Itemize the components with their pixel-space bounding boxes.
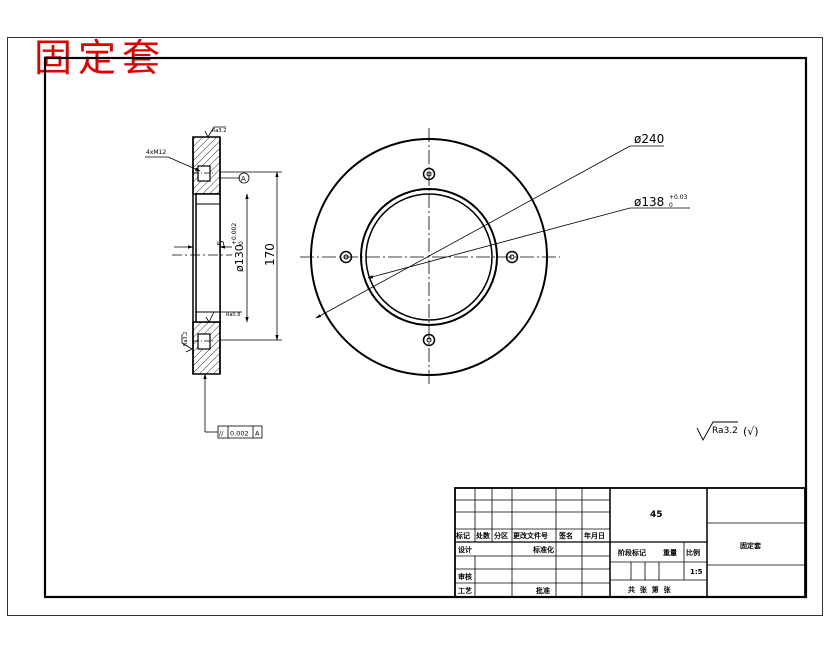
tb-scale-value: 1:5: [690, 568, 703, 576]
dim-240: ø240: [634, 132, 664, 146]
depth-dim: 5: [217, 240, 227, 246]
dim-leader-240: [315, 145, 631, 319]
front-view: ø240 ø138 +0.03 0: [300, 128, 690, 386]
tb-process: 工艺: [458, 586, 472, 595]
rough-top-text: Ra3.2: [212, 128, 226, 134]
tb-rev-h2: 处数: [475, 531, 491, 540]
datum-label: A: [241, 175, 246, 183]
tb-scale: 比例: [686, 548, 700, 557]
tb-sheets: 共 张 第 张: [628, 585, 672, 594]
dim-138-tol-lower: 0: [669, 202, 673, 209]
title-block: [454, 487, 806, 598]
bolt-hole-top: [422, 167, 436, 181]
rough-mid-text: Ra0.8: [226, 312, 240, 318]
fit-tol-lower: 0: [238, 241, 245, 245]
title-block-text: 标记 处数 分区 更改文件号 签名 年月日 设计 标准化 审核 工艺 批准 45…: [455, 510, 762, 595]
tb-standardize: 标准化: [532, 545, 554, 554]
bolt-hole-bottom: [422, 333, 436, 347]
fit-dim: ø130: [233, 244, 246, 272]
tb-part-name: 固定套: [740, 541, 762, 550]
tapped-hole-bottom: [197, 333, 211, 350]
tb-rev-h4: 更改文件号: [513, 531, 548, 540]
bolt-hole-right: [505, 250, 519, 264]
rough-bottom-text: Ra3.2: [183, 332, 189, 346]
tol-frame: [217, 425, 263, 439]
tb-review: 审核: [458, 572, 472, 581]
tb-material: 45: [650, 510, 663, 520]
tb-stage-mark: 阶段标记: [618, 548, 646, 557]
tb-approve: 批准: [536, 586, 550, 595]
tol-frame-datum: A: [255, 430, 260, 438]
tb-rev-h1: 标记: [455, 531, 470, 540]
dim-138-tol-upper: +0.03: [669, 194, 688, 201]
dim-138: ø138: [634, 195, 664, 209]
dim-leader-138: [367, 207, 631, 279]
tol-frame-value: 0.002: [230, 430, 249, 438]
rough-symbol-top: [204, 126, 226, 138]
drawing-frame: [43, 56, 808, 599]
surface-note: Ra3.2 (√): [696, 421, 759, 441]
hole-callout: 4xM12: [146, 149, 166, 156]
surface-note-suffix: (√): [743, 425, 759, 438]
bolt-hole-left: [339, 250, 353, 264]
tb-rev-h3: 分区: [494, 531, 508, 540]
tol-frame-symbol: //: [219, 430, 224, 438]
tapped-hole-top: [197, 165, 211, 182]
sheet-outer-border: [7, 37, 823, 616]
datum-circle: [238, 172, 250, 184]
fit-tol-upper: +0.002: [231, 223, 238, 245]
section-view: 4xM12 Ra3.2 Ra0.8 Ra3.2 A 5 ø130 +0.002 …: [145, 126, 282, 439]
tb-weight: 重量: [663, 548, 677, 557]
height-dim: 170: [263, 243, 277, 266]
section-bore: [195, 193, 221, 323]
rough-symbol-bottom: [181, 334, 193, 353]
surface-note-value: Ra3.2: [712, 426, 738, 436]
tb-rev-h5: 签名: [558, 531, 573, 540]
rough-symbol-mid: [205, 311, 242, 323]
tb-rev-h6: 年月日: [584, 531, 605, 540]
tb-design: 设计: [458, 545, 472, 554]
